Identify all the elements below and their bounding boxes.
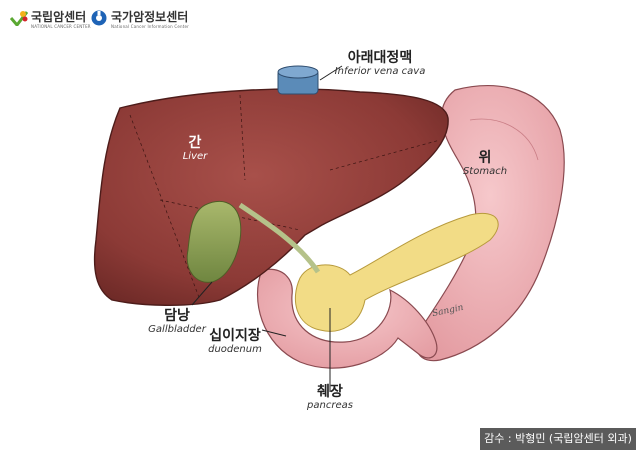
duodenum	[256, 268, 438, 369]
ivc-label-ko: 아래대정맥	[347, 50, 413, 66]
inferior-vena-cava	[277, 65, 319, 95]
ivc-label-en: Inferior vena cava	[334, 66, 426, 77]
credit-badge: 감수 : 박형민 (국립암센터 외과)	[480, 428, 636, 450]
pancreas	[294, 213, 499, 332]
pancreas-label-en: pancreas	[307, 400, 353, 411]
ncc-logo-name: 국립암센터	[31, 10, 87, 24]
ncc-logo-subtitle: NATIONAL CANCER CENTER	[31, 24, 91, 29]
duodenum-label-ko: 십이지장	[209, 328, 261, 344]
leader-lines	[191, 65, 343, 392]
cancer-info-center-logo: 국가암정보센터 National Cancer Information Cent…	[90, 10, 189, 30]
ivc-label: 아래대정맥 Inferior vena cava	[325, 50, 435, 78]
ncic-logo-name: 국가암정보센터	[111, 10, 189, 24]
duodenum-label-en: duodenum	[208, 344, 262, 355]
gallbladder	[186, 200, 242, 283]
pancreas-label: 췌장 pancreas	[300, 384, 360, 412]
gallbladder-label-en: Gallbladder	[148, 324, 206, 335]
liver	[93, 88, 449, 306]
gallbladder-label-ko: 담낭	[164, 308, 190, 324]
ncic-logo-subtitle: National Cancer Information Center	[111, 24, 189, 29]
pancreas-label-ko: 췌장	[317, 384, 343, 400]
ncc-logo-icon	[9, 10, 29, 30]
stomach-label-en: Stomach	[462, 166, 508, 177]
ncic-logo-icon	[90, 10, 108, 30]
liver-label-ko: 간	[188, 135, 202, 151]
gallbladder-label: 담낭 Gallbladder	[142, 308, 212, 336]
duodenum-label: 십이지장 duodenum	[195, 328, 275, 356]
liver-label: 간 Liver	[170, 135, 220, 163]
stomach-label: 위 Stomach	[455, 150, 515, 178]
liver-label-en: Liver	[182, 151, 208, 162]
national-cancer-center-logo: 국립암센터 NATIONAL CANCER CENTER	[9, 10, 91, 30]
bile-duct	[238, 202, 321, 274]
stomach-label-ko: 위	[478, 150, 492, 166]
